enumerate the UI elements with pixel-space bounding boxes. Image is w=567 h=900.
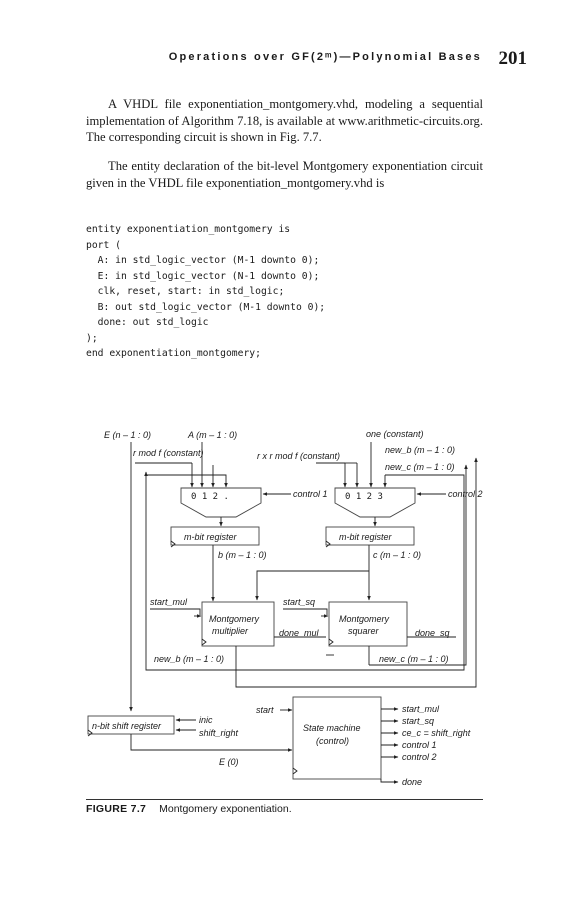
label-done-sq: done_sq	[415, 628, 450, 638]
vhdl-entity-code: entity exponentiation_montgomery is port…	[86, 224, 326, 359]
m-bit-register-c	[325, 526, 415, 546]
figure-7-7: E (n – 1 : 0) A (m – 1 : 0) r mod f (con…	[86, 425, 483, 795]
circuit-diagram: E (n – 1 : 0) A (m – 1 : 0) r mod f (con…	[87, 429, 483, 787]
label-start-in: start	[256, 705, 274, 715]
label-new-c-out: new_c (m – 1 : 0)	[379, 654, 449, 664]
label-start-sq: start_sq	[283, 597, 315, 607]
label-b-bus: b (m – 1 : 0)	[218, 550, 267, 560]
out-start-sq: start_sq	[402, 716, 434, 726]
sm-line1: State machine	[303, 723, 361, 733]
sq-line2: squarer	[348, 626, 380, 636]
label-new-b-out: new_b (m – 1 : 0)	[154, 654, 224, 664]
figure-caption: FIGURE 7.7 Montgomery exponentiation.	[86, 803, 292, 815]
label-shift-reg: n-bit shift register	[92, 721, 162, 731]
wire-new-b-feedback	[144, 471, 235, 671]
wire-mux1-in3	[145, 472, 228, 488]
out-start-mul: start_mul	[402, 704, 440, 714]
mult-line1: Montgomery	[209, 614, 260, 624]
paragraph-1: A VHDL file exponentiation_montgomery.vh…	[86, 97, 483, 145]
wire-new-c-up	[369, 464, 468, 666]
mux-2	[334, 487, 416, 518]
out-control1: control 1	[402, 740, 437, 750]
label-shift-right: shift_right	[199, 728, 239, 738]
label-rxr-mod-f: r x r mod f (constant)	[257, 451, 340, 461]
montgomery-multiplier	[201, 601, 275, 647]
wire-c-to-mult	[255, 570, 369, 601]
label-c-bus: c (m – 1 : 0)	[373, 550, 421, 560]
label-mbit-reg-1: m-bit register	[184, 532, 238, 542]
label-one-constant: one (constant)	[366, 429, 424, 439]
mux1-inputs: 0 1 2 .	[191, 492, 229, 502]
figure-rule	[86, 799, 483, 800]
label-a-input: A (m – 1 : 0)	[187, 430, 237, 440]
out-control2: control 2	[402, 752, 437, 762]
mux-1	[180, 487, 262, 518]
sm-line2: (control)	[316, 736, 349, 746]
caption-text: Montgomery exponentiation.	[159, 803, 292, 815]
page-header: Operations over GF(2ᵐ)—Polynomial Bases …	[0, 48, 567, 74]
out-done: done	[402, 777, 422, 787]
wire-e0	[130, 734, 293, 752]
mux2-inputs: 0 1 2 3	[345, 492, 383, 502]
wire-new-b-up	[235, 457, 478, 688]
label-new-b-top: new_b (m – 1 : 0)	[385, 445, 455, 455]
label-inic: inic	[199, 715, 213, 725]
page-number: 201	[498, 48, 528, 69]
label-new-c-top: new_c (m – 1 : 0)	[385, 462, 455, 472]
wire-new-c-feedback	[235, 474, 465, 671]
state-machine	[292, 696, 382, 780]
label-start-mul: start_mul	[150, 597, 188, 607]
paragraph-2: The entity declaration of the bit-level …	[86, 159, 483, 190]
label-control1: control 1	[293, 489, 328, 499]
label-r-mod-f: r mod f (constant)	[133, 448, 204, 458]
label-e0: E (0)	[219, 757, 239, 767]
out-ce-c: ce_c = shift_right	[402, 728, 471, 738]
mult-line2: multiplier	[212, 626, 249, 636]
label-mbit-reg-2: m-bit register	[339, 532, 393, 542]
label-done-mul: done_mul	[279, 628, 320, 638]
sq-line1: Montgomery	[339, 614, 390, 624]
label-control2: control 2	[448, 489, 483, 499]
label-e-input: E (n – 1 : 0)	[104, 430, 151, 440]
caption-label: FIGURE 7.7	[86, 803, 147, 815]
montgomery-squarer	[328, 601, 408, 647]
m-bit-register-b	[170, 526, 260, 546]
running-head: Operations over GF(2ᵐ)—Polynomial Bases	[168, 51, 482, 63]
